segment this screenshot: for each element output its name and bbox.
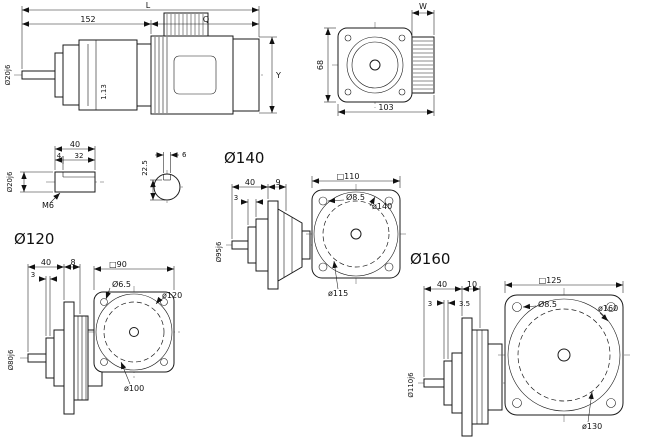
key-M6-label: M6 (42, 201, 54, 210)
flange140-dim-3-label: 3 (234, 194, 238, 202)
flange140-pilot-label: Ø95j6 (215, 241, 223, 262)
dim-Q-label: Q (203, 15, 209, 24)
flange160-title: Ø160 (410, 250, 450, 268)
flange120-bolt-circle-label: ø100 (124, 384, 144, 393)
flange160-dim-40-label: 40 (437, 280, 447, 289)
motor-end-view: W 68 103 (316, 2, 435, 116)
key-width-6-label: 6 (182, 151, 187, 159)
flange120-dim-8-label: 8 (70, 258, 75, 267)
flange-120-view: Ø120 40 8 3 Ø80j6 (7, 230, 182, 415)
flange-140-view: Ø140 40 9 3 Ø95j6 □1 (215, 149, 406, 298)
shaft-dim-40-label: 40 (70, 140, 80, 149)
gear-ratio-label: 1.13 (100, 84, 108, 100)
flange160-dim-10-label: 10 (467, 280, 477, 289)
key-depth-22-5-label: 22.5 (141, 160, 149, 176)
fan-box-hatch (413, 40, 433, 90)
flange160-bolt-hole-label: Ø8.5 (538, 299, 557, 309)
dim-152-label: 152 (80, 15, 95, 24)
flange160-od-label: ø160 (598, 304, 618, 313)
shaft-detail-view: 40 4 32 Ø20j6 M6 6 22.5 (6, 140, 187, 210)
flange160-bolt-circle-label: ø130 (582, 422, 602, 431)
shaft-dim-4-label: 4 (57, 152, 62, 160)
flange120-square-label: □90 (109, 260, 127, 269)
dim-68-label: 68 (316, 60, 325, 70)
flange140-title: Ø140 (224, 149, 264, 167)
motor-side-view: L 152 Q Y Ø20j6 1.13 (4, 1, 281, 115)
flange140-square-label: □110 (337, 172, 360, 181)
flange140-bolt-hole-label: Ø8.5 (346, 192, 365, 202)
dim-Y-label: Y (275, 71, 281, 80)
flange160-pilot-label: Ø110j6 (407, 372, 415, 398)
shaft-dim-32-label: 32 (75, 152, 84, 160)
flange120-dim-3-label: 3 (31, 271, 35, 279)
dim-shaft-dia-label: Ø20j6 (4, 64, 12, 85)
flange120-dim-40-label: 40 (41, 258, 51, 267)
flange160-dim-3-5-label: 3.5 (459, 300, 470, 308)
flange160-dim-3-label: 3 (428, 300, 432, 308)
flange140-bolt-circle-label: ø115 (328, 289, 348, 298)
dim-103-label: 103 (378, 103, 393, 112)
flange120-od-label: ø120 (162, 291, 182, 300)
dim-L-label: L (146, 1, 151, 10)
dim-W-label: W (419, 2, 427, 11)
flange140-dim-40-label: 40 (245, 178, 255, 187)
flange140-od-label: ø140 (372, 202, 392, 211)
flange140-dim-9-label: 9 (275, 178, 280, 187)
flange120-title: Ø120 (14, 230, 54, 248)
shaft-dia-label: Ø20j6 (6, 171, 14, 192)
flange-160-view: Ø160 40 10 3.5 3 Ø110j6 (407, 250, 630, 437)
flange120-pilot-label: Ø80j6 (7, 349, 15, 370)
flange120-bolt-hole-label: Ø6.5 (112, 279, 131, 289)
flange160-square-label: □125 (539, 276, 562, 285)
